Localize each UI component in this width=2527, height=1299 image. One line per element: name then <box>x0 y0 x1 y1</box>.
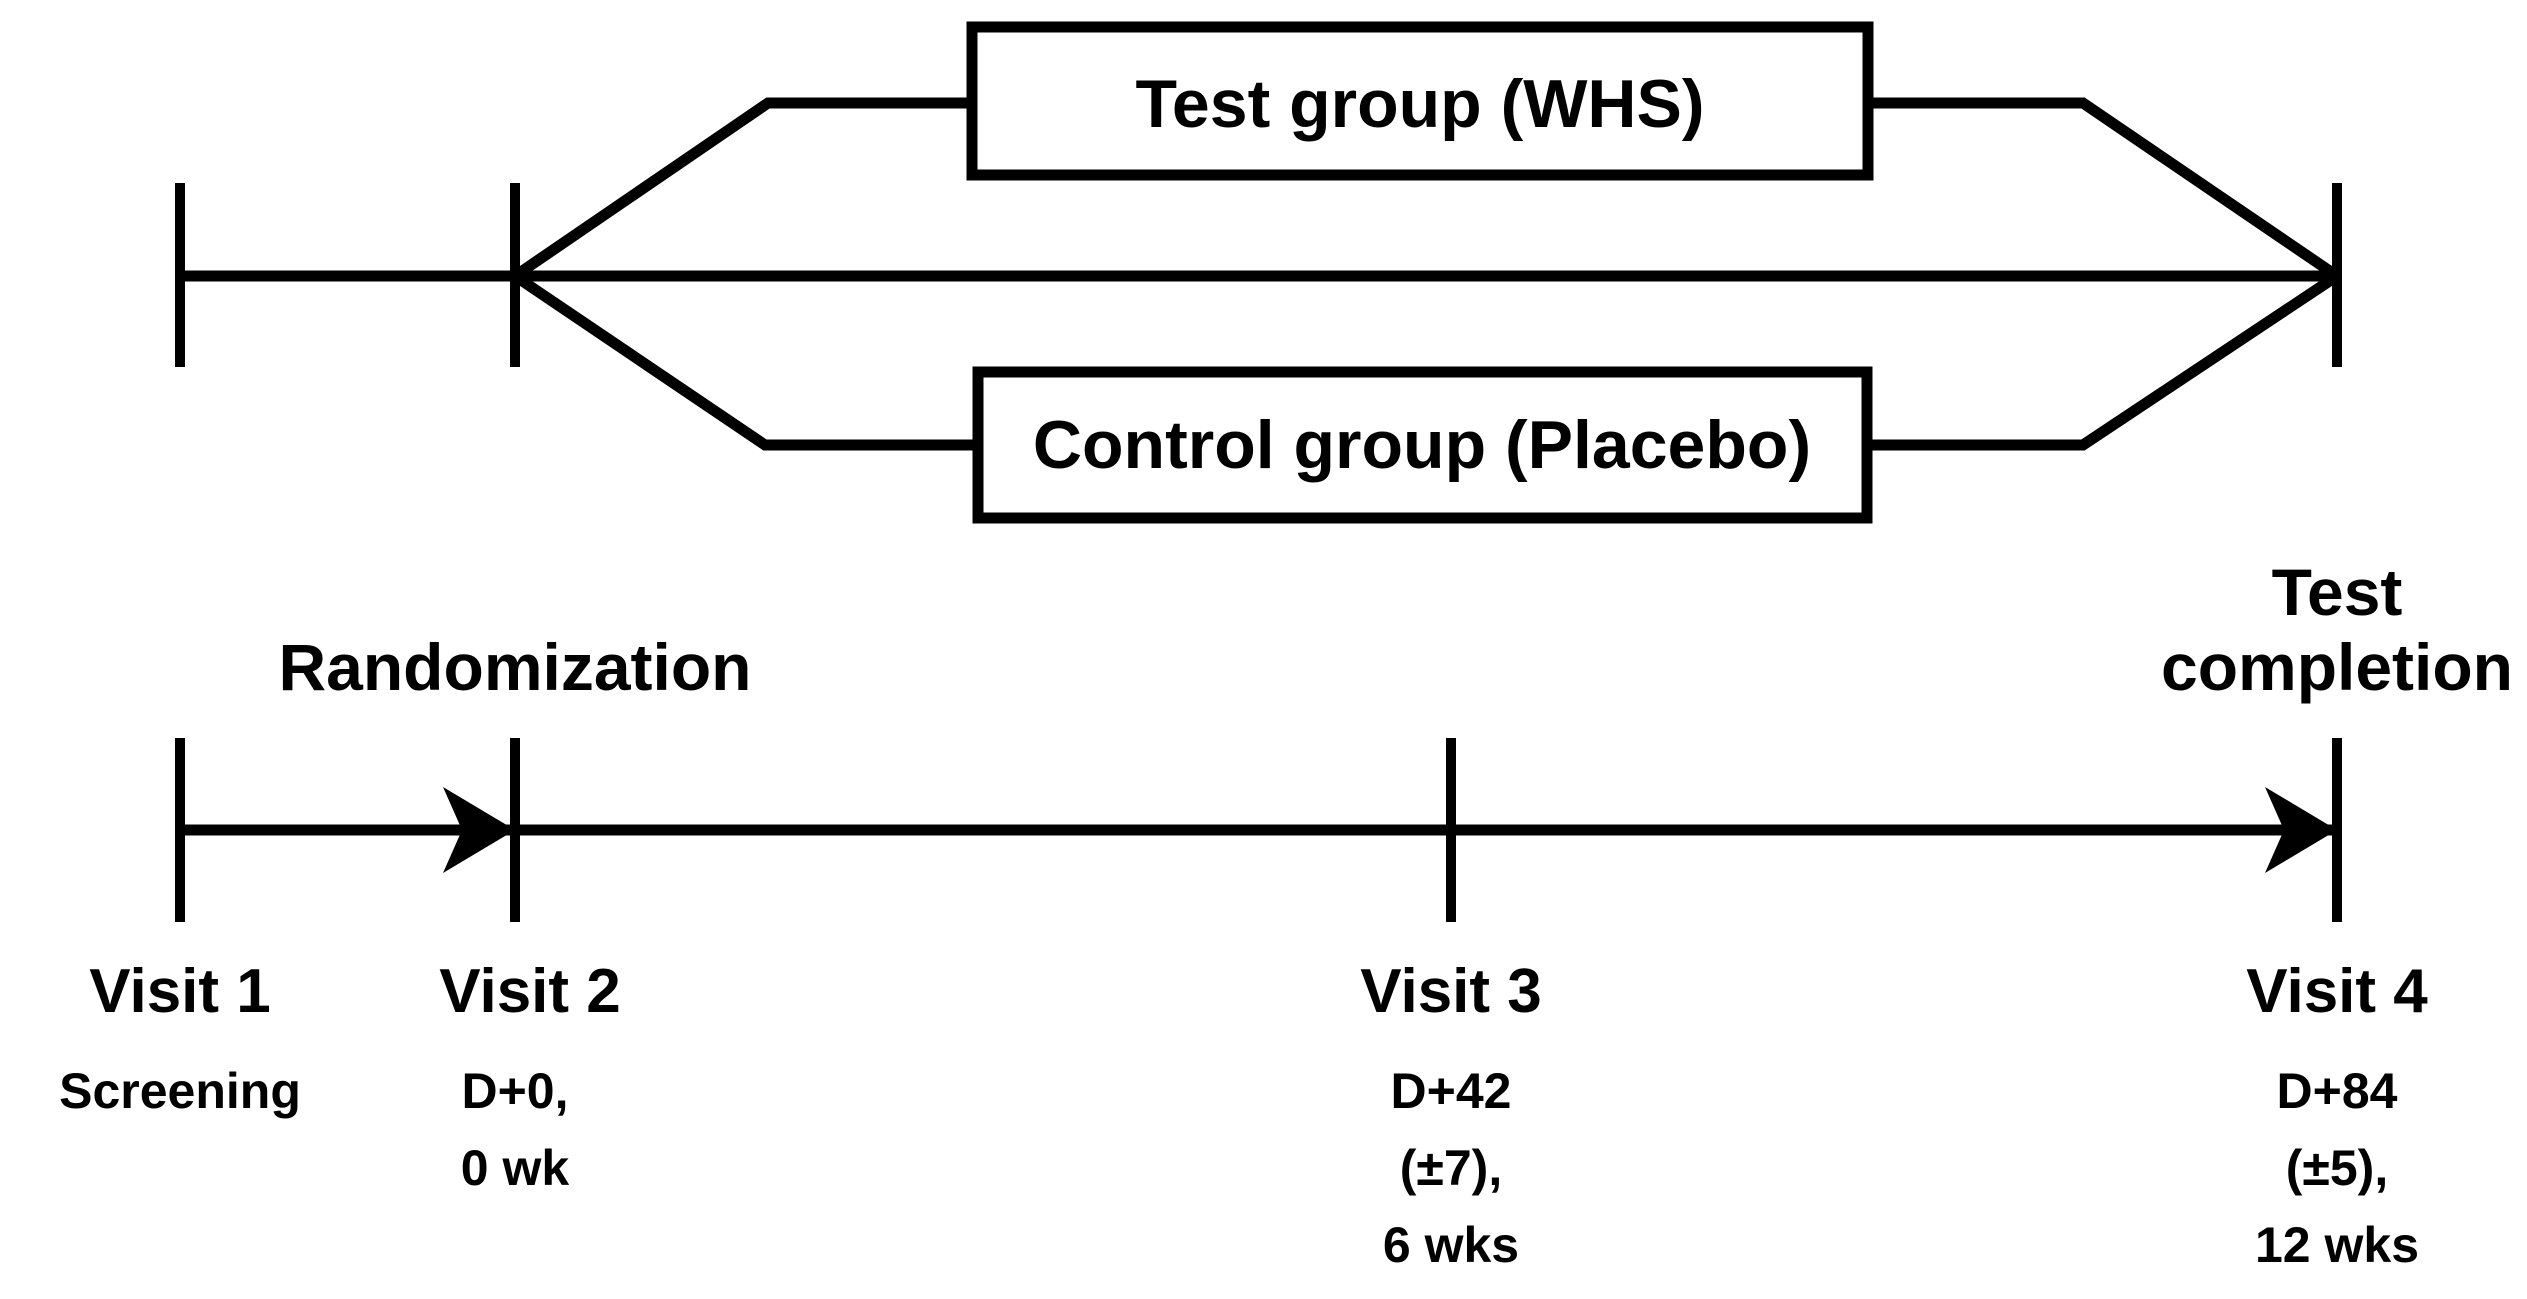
test-completion-label-line1: Test <box>2272 555 2403 629</box>
test-group-outbound-connector <box>1868 97 2341 281</box>
control-group-box <box>972 366 1873 524</box>
visit-detail-2-line-1: D+0, <box>461 1063 568 1119</box>
visit-detail-3-line-3: 6 wks <box>1383 1217 1519 1273</box>
visit-detail-4-line-2: (±5), <box>2286 1140 2388 1196</box>
visit-detail-3-line-2: (±7), <box>1400 1140 1502 1196</box>
control-group-outbound-connector <box>1867 271 2341 451</box>
visit-label-3: Visit 3 <box>1360 957 1542 1026</box>
visit-detail-4-line-3: 12 wks <box>2255 1217 2419 1273</box>
visit-label-1: Visit 1 <box>89 957 271 1026</box>
test-completion-label-line2: completion <box>2161 630 2513 704</box>
control-group-inbound-connector <box>511 271 978 451</box>
test-group-label: Test group (WHS) <box>1135 66 1704 142</box>
test-group-box <box>966 21 1874 181</box>
randomization-label: Randomization <box>279 630 752 704</box>
arrowhead-icon-randomization <box>443 787 515 873</box>
visit-detail-3-line-1: D+42 <box>1391 1063 1512 1119</box>
arrowhead-icon-completion <box>2265 787 2337 873</box>
visit-detail-4-line-1: D+84 <box>2277 1063 2398 1119</box>
control-group-label: Control group (Placebo) <box>1033 407 1811 483</box>
visit-detail-2-line-2: 0 wk <box>461 1140 570 1196</box>
test-group-inbound-connector <box>511 97 972 281</box>
visit-detail-1-line-1: Screening <box>59 1063 301 1119</box>
visit-label-2: Visit 2 <box>439 957 621 1026</box>
visit-label-4: Visit 4 <box>2246 957 2428 1026</box>
